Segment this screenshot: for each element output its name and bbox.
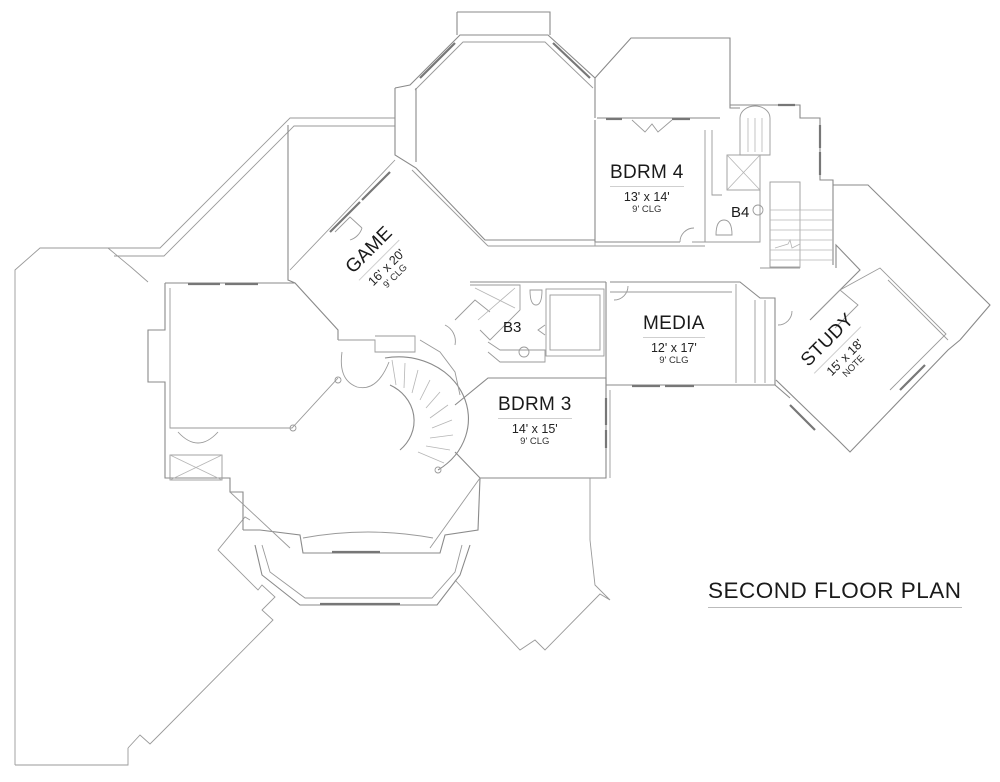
study-wing [775, 184, 991, 453]
room-label-bdrm3: BDRM 3 14' x 15' 9' CLG [498, 394, 572, 447]
media-room-walls [605, 281, 791, 399]
front-entry-bay [229, 477, 611, 651]
room-name: MEDIA [643, 313, 705, 338]
bath-4-and-stair-cluster [704, 103, 834, 268]
room-label-bdrm4: BDRM 4 13' x 14' 9' CLG [610, 162, 684, 215]
grand-staircase [338, 335, 469, 474]
room-name: BDRM 3 [498, 394, 572, 419]
bedroom-3-walls [454, 377, 611, 479]
top-octagon-room [394, 11, 596, 247]
room-label-media: MEDIA 12' x 17' 9' CLG [643, 313, 705, 366]
room-ceiling: 9' CLG [632, 204, 662, 215]
plan-title: SECOND FLOOR PLAN [708, 578, 962, 608]
game-room-walls [147, 125, 396, 530]
room-dimensions: 13' x 14' [623, 190, 670, 204]
bath-3-walls [444, 281, 606, 363]
room-ceiling: 9' CLG [520, 436, 550, 447]
bath-label-b3: B3 [503, 319, 522, 336]
room-dimensions: 14' x 15' [511, 422, 558, 436]
room-dimensions: 12' x 17' [650, 341, 697, 355]
bath-label-b4: B4 [731, 204, 750, 221]
left-wing-outline [14, 117, 395, 766]
room-ceiling: 9' CLG [659, 355, 689, 366]
upper-hall-walls [488, 242, 800, 269]
room-name: BDRM 4 [610, 162, 684, 187]
